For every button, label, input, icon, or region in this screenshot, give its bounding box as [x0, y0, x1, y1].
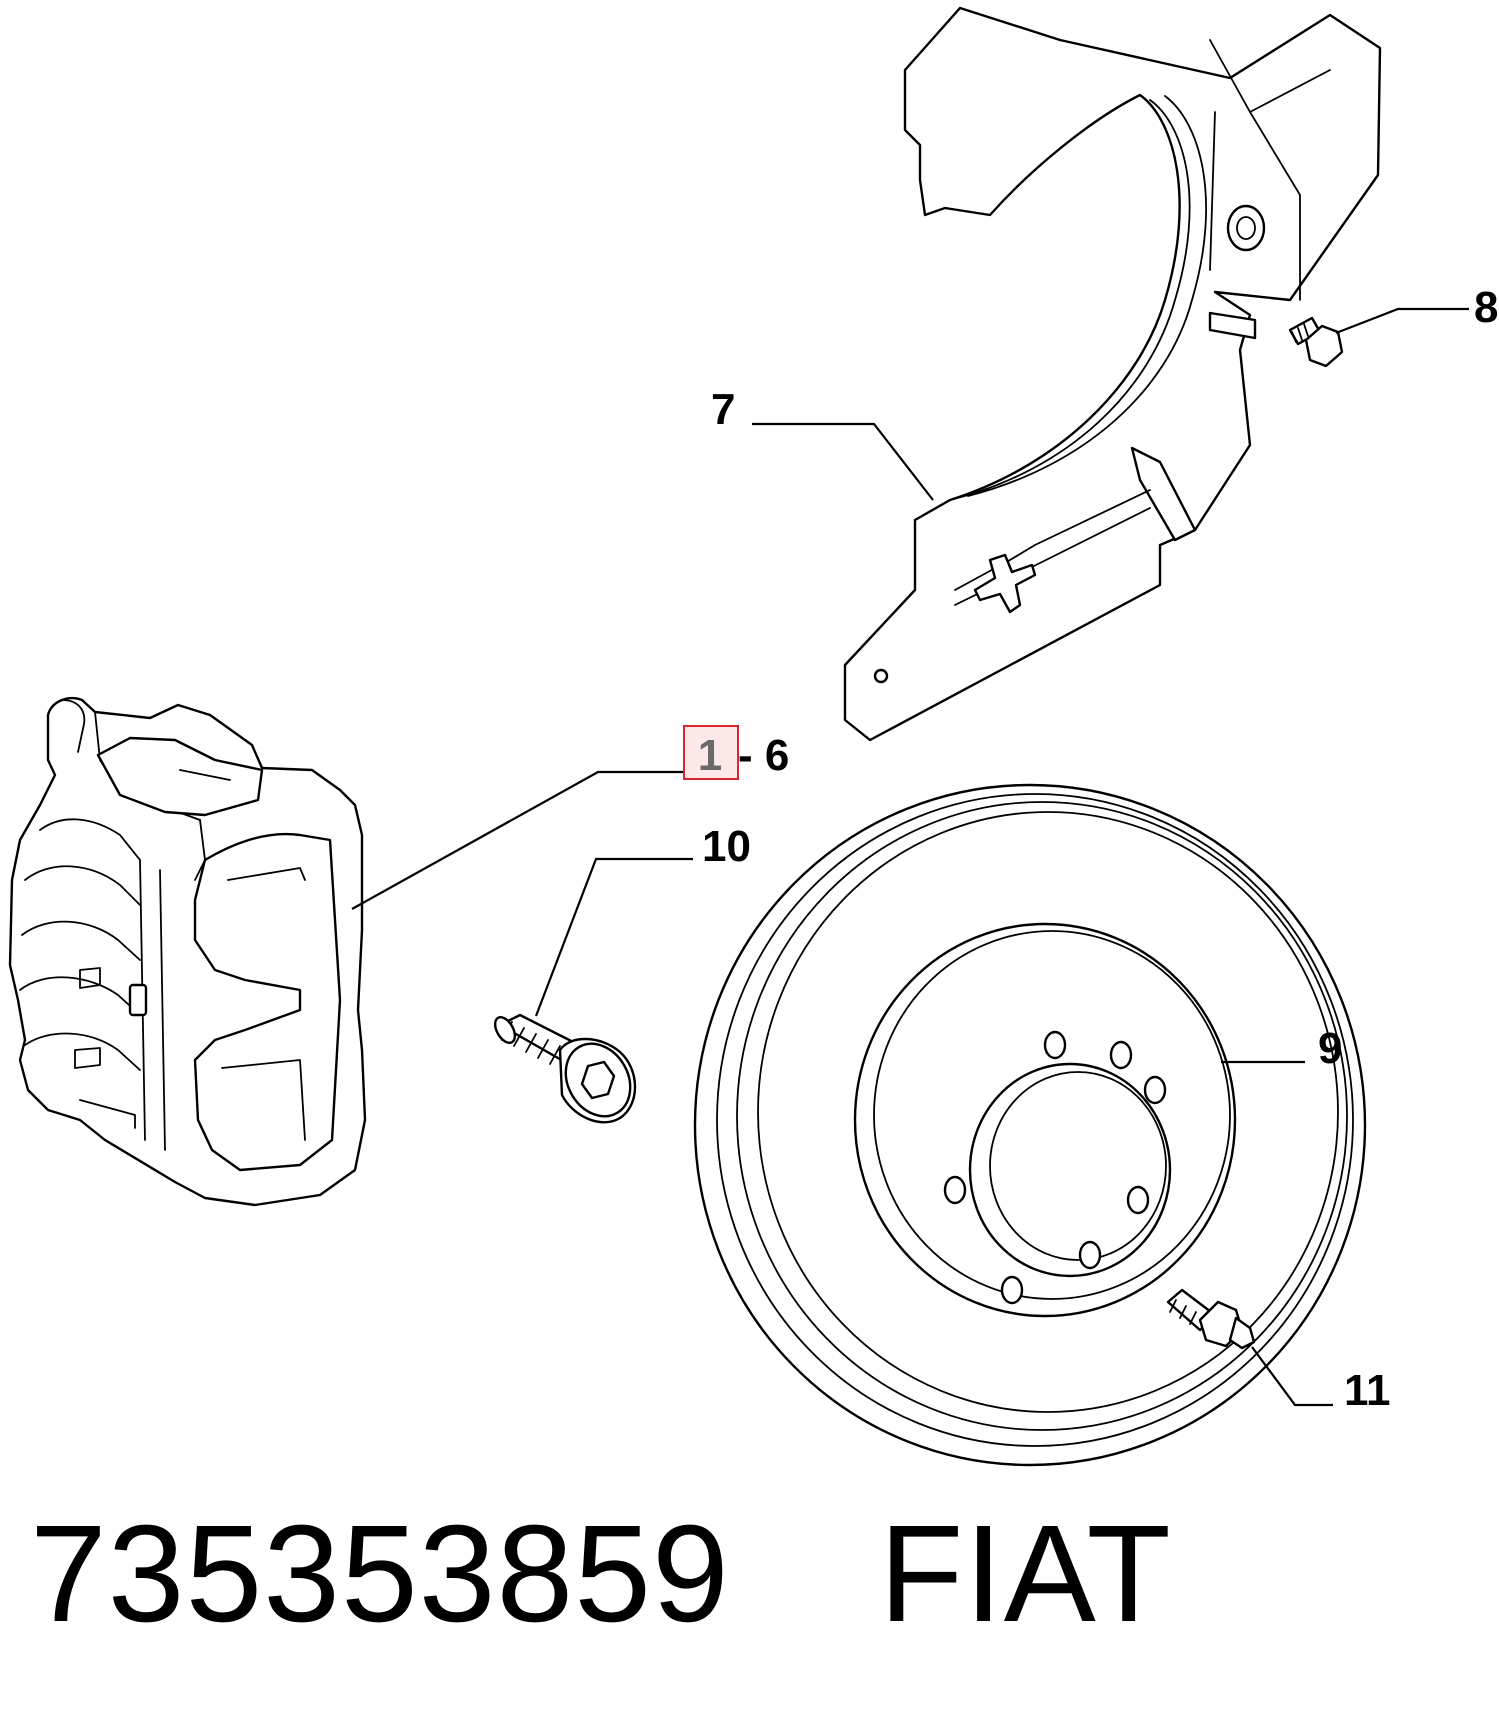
- leader-caliper-bolt: [534, 857, 693, 1017]
- highlight-box: [683, 725, 739, 780]
- brake-disc: [693, 783, 1367, 1467]
- leader-shield-bolt: [1335, 307, 1469, 335]
- leader-disc-screw: [1251, 1346, 1333, 1407]
- label-caliper-start: 1: [698, 731, 722, 780]
- leader-caliper: [351, 770, 683, 910]
- label-caliper-bolt: 10: [702, 822, 751, 871]
- leader-dust-shield: [752, 422, 934, 501]
- shield-bolt: [1288, 316, 1344, 368]
- disc-screw: [1166, 1288, 1256, 1350]
- caliper-bolt: [493, 1013, 637, 1124]
- label-caliper-end: - 6: [738, 731, 789, 780]
- brake-caliper: [8, 696, 367, 1207]
- label-brake-disc: 9: [1318, 1024, 1342, 1073]
- label-shield-bolt: 8: [1474, 283, 1498, 332]
- dust-shield: [843, 6, 1382, 742]
- part-number: 735353859: [30, 1497, 730, 1651]
- label-disc-screw: 11: [1344, 1366, 1391, 1415]
- part-number-caption: 735353859 FIAT: [30, 1505, 1172, 1643]
- brand-name: FIAT: [879, 1497, 1172, 1651]
- label-dust-shield: 7: [711, 385, 735, 434]
